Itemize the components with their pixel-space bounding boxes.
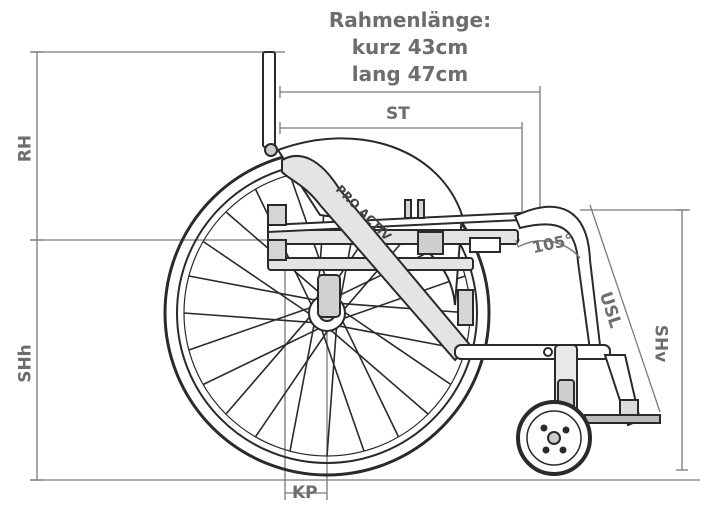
wheel-spoke	[202, 328, 319, 386]
wheel-spoke	[344, 311, 452, 386]
kp-label: KP	[292, 483, 318, 503]
wheel-spoke	[326, 328, 338, 457]
wheel-spoke	[202, 240, 310, 315]
shh-label: SHh	[15, 344, 36, 383]
dimension-lines	[30, 51, 700, 500]
st-label: ST	[386, 104, 410, 124]
wheel-spoke	[342, 321, 400, 438]
wheel-spoke	[188, 307, 311, 351]
wheel-spoke	[254, 330, 329, 438]
wheel-spoke	[188, 275, 315, 301]
angle-arc	[517, 240, 581, 259]
rh-label: RH	[15, 134, 36, 163]
wheel-spoke	[342, 302, 471, 314]
wheel-spoke	[321, 329, 365, 452]
wheel-spoke	[289, 325, 315, 452]
caster-wheel	[516, 400, 592, 476]
backrest	[262, 51, 278, 157]
frame-length-long: lang 47cm	[351, 62, 469, 86]
usl-dimension-line	[589, 204, 661, 413]
wheel-spoke	[225, 316, 311, 415]
wheel-spoke	[183, 312, 312, 324]
wheel-spoke	[330, 329, 429, 415]
frame-length-short: kurz 43cm	[351, 35, 469, 59]
shv-label: SHv	[650, 324, 671, 363]
frame-length-heading: Rahmenlänge:	[328, 8, 492, 32]
wheelchair-frame	[267, 155, 661, 427]
